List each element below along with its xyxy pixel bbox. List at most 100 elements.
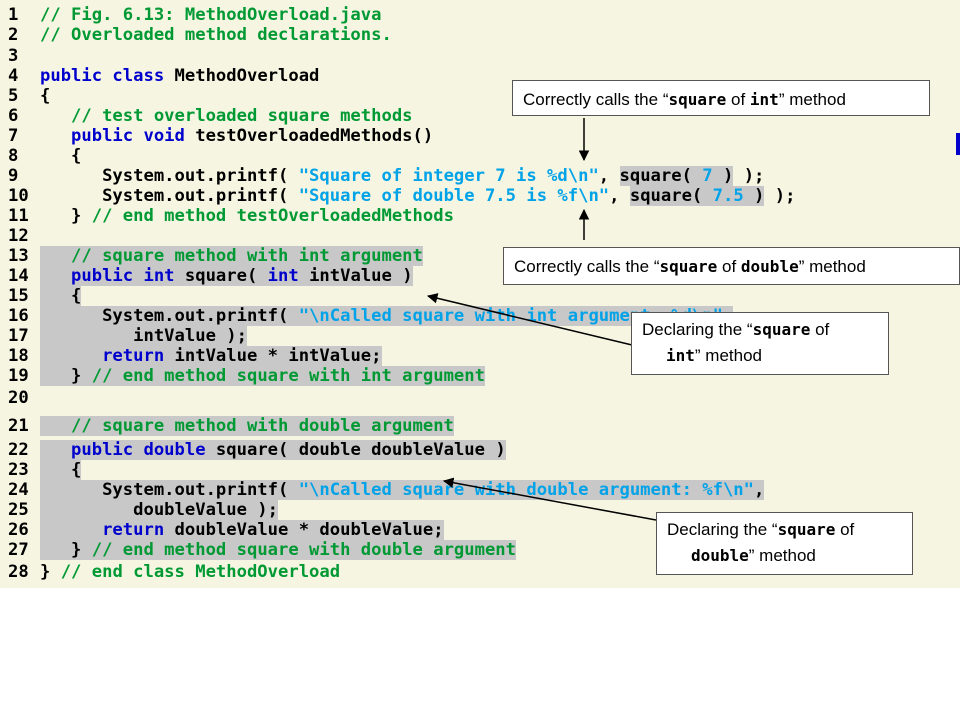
code-text: System.out.printf( "Square of integer 7 … [40,165,764,187]
code-text: public void testOverloadedMethods() [40,125,433,147]
code-text: { [40,285,82,307]
code-token: int [267,266,310,286]
callout-int-decl: Declaring the “square of int” method [631,312,889,375]
code-token: } [40,540,92,560]
code-token: return [40,520,175,540]
code-token: MethodOverload [174,66,320,86]
code-text: } // end method square with double argum… [40,539,517,561]
code-line: 17 intValue ); [0,325,960,347]
code-text: } // end method testOverloadedMethods [40,205,454,227]
code-line: 27 } // end method square with double ar… [0,539,960,561]
code-token: // end method square with int argument [91,366,485,386]
code-line: 25 doubleValue ); [0,499,960,521]
code-line: 28} // end class MethodOverload [0,561,960,583]
code-line: 5{ [0,85,960,107]
code-token: public double [40,440,216,460]
code-text: System.out.printf( "\nCalled square with… [40,479,765,501]
code-token: // end class MethodOverload [60,562,341,582]
code-line: 7 public void testOverloadedMethods() [0,125,960,147]
line-number: 2 [8,25,19,45]
line-number: 8 [8,146,19,166]
line-number: 6 [8,106,19,126]
code-token: double [298,440,372,460]
code-text: return intValue * intValue; [40,345,382,367]
code-token: ) [743,186,765,206]
line-number: 20 [8,388,29,408]
code-token: public void [40,126,196,146]
code-text: // square method with int argument [40,245,423,267]
callout-text: ” method [748,546,816,565]
callout-text: of [835,520,855,539]
line-number: 21 [8,416,29,436]
code-token: { [40,460,82,480]
code-text: intValue ); [40,325,247,347]
code-token: , [754,480,765,500]
code-token: // square method with double argument [40,416,454,436]
arrow-double-decl [442,477,657,521]
code-token: public int [40,266,185,286]
code-token: square( [629,186,713,206]
code-line: 24 System.out.printf( "\nCalled square w… [0,479,960,501]
callout-code: int [749,90,779,109]
code-text: System.out.printf( "Square of double 7.5… [40,185,795,207]
code-line: 22 public double square( double doubleVa… [0,439,960,461]
code-text: // square method with double argument [40,415,454,437]
line-number: 7 [8,126,19,146]
code-token: // Fig. 6.13: MethodOverload.java [40,5,382,25]
code-token: 7 [702,166,713,186]
callout-code: square [752,320,811,339]
code-token: } [40,562,61,582]
callout-text: ” method [798,257,866,276]
code-text: doubleValue ); [40,499,278,521]
code-text: // Overloaded method declarations. [40,24,392,46]
code-token: intValue ); [40,326,247,346]
line-number: 13 [8,246,29,266]
line-number: 16 [8,306,29,326]
line-number: 15 [8,286,29,306]
code-token: square( [215,440,299,460]
code-token: intValue * intValue; [174,346,382,366]
arrow-int-decl [426,293,633,346]
line-number: 14 [8,266,29,286]
callout-text: Correctly calls the “ [514,257,660,276]
code-line: 18 return intValue * intValue; [0,345,960,367]
code-token: ); [764,186,796,206]
callout-double-decl: Declaring the “square of double” method [656,512,913,575]
code-token: { [40,86,51,106]
code-token: intValue ) [309,266,413,286]
code-line: 13 // square method with int argument [0,245,960,267]
callout-text: Declaring the “ [642,320,753,339]
code-token: ) [712,166,734,186]
line-number: 17 [8,326,29,346]
code-line: 11 } // end method testOverloadedMethods [0,205,960,227]
code-line: 1// Fig. 6.13: MethodOverload.java [0,4,960,26]
code-line: 10 System.out.printf( "Square of double … [0,185,960,207]
code-token: System.out.printf( [40,480,299,500]
code-line: 21 // square method with double argument [0,415,960,437]
code-text: return doubleValue * doubleValue; [40,519,444,541]
code-line: 15 { [0,285,960,307]
line-number: 26 [8,520,29,540]
line-number: 10 [8,186,29,206]
code-token: { [40,146,82,166]
line-number: 25 [8,500,29,520]
code-token: square( [619,166,703,186]
code-line: 14 public int square( int intValue ) [0,265,960,287]
code-token: , [598,166,620,186]
line-number: 28 [8,562,29,582]
line-number: 24 [8,480,29,500]
line-number: 12 [8,226,29,246]
code-line: 6 // test overloaded square methods [0,105,960,127]
code-line: 23 { [0,459,960,481]
callout-text: of [726,90,750,109]
code-text: { [40,85,50,107]
line-number: 11 [8,206,29,226]
line-number: 5 [8,86,19,106]
callout-code: double [740,257,799,276]
code-token: System.out.printf( [40,186,299,206]
code-text: { [40,459,82,481]
code-token: testOverloadedMethods() [195,126,434,146]
callout-int-call: Correctly calls the “square of int” meth… [512,80,930,116]
